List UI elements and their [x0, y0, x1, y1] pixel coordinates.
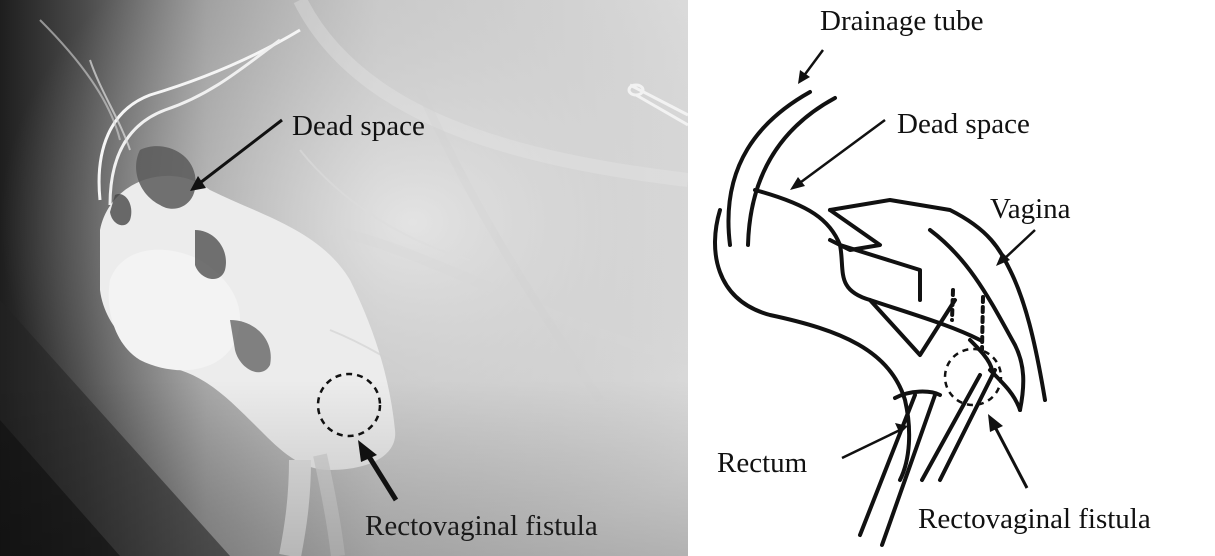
- xray-image: Dead space Rectovaginal fistula: [0, 0, 688, 556]
- schematic-dead-space-arrowhead: [790, 177, 805, 190]
- drainage-tube-line-outer: [728, 92, 810, 245]
- vagina-outer-wall: [830, 200, 1045, 400]
- xray-dead-space-label: Dead space: [292, 110, 425, 142]
- schematic-fistula-arrow: [994, 425, 1027, 488]
- schematic-fistula-label: Rectovaginal fistula: [918, 503, 1151, 535]
- vagina-tip: [830, 210, 880, 250]
- vagina-inner-curve: [990, 370, 1020, 410]
- xray-fistula-label: Rectovaginal fistula: [365, 510, 598, 542]
- drainage-tube-label: Drainage tube: [820, 5, 983, 37]
- schematic-dead-space-label: Dead space: [897, 108, 1030, 140]
- drainage-tube-arrowhead: [798, 70, 810, 84]
- vagina-arrow: [1003, 230, 1035, 260]
- schematic-panel: Drainage tube Dead space Vagina Rectum R…: [690, 0, 1215, 556]
- dead-space-lower-line: [870, 300, 955, 355]
- schematic-fistula-arrowhead: [988, 414, 1003, 432]
- xray-panel: Dead space Rectovaginal fistula: [0, 0, 688, 556]
- rectum-label: Rectum: [717, 447, 808, 479]
- schematic-dead-space-arrow: [797, 120, 885, 185]
- fistula-dotted-line-1: [952, 290, 953, 320]
- drainage-tube-line-inner: [748, 98, 835, 245]
- rectum-tube-line-4: [940, 370, 995, 480]
- fistula-tract: [970, 340, 992, 370]
- fistula-dotted-line-2: [982, 297, 983, 350]
- drainage-tube-arrow: [803, 50, 823, 77]
- vagina-label: Vagina: [990, 193, 1071, 225]
- schematic-drawing: Drainage tube Dead space Vagina Rectum R…: [690, 0, 1215, 556]
